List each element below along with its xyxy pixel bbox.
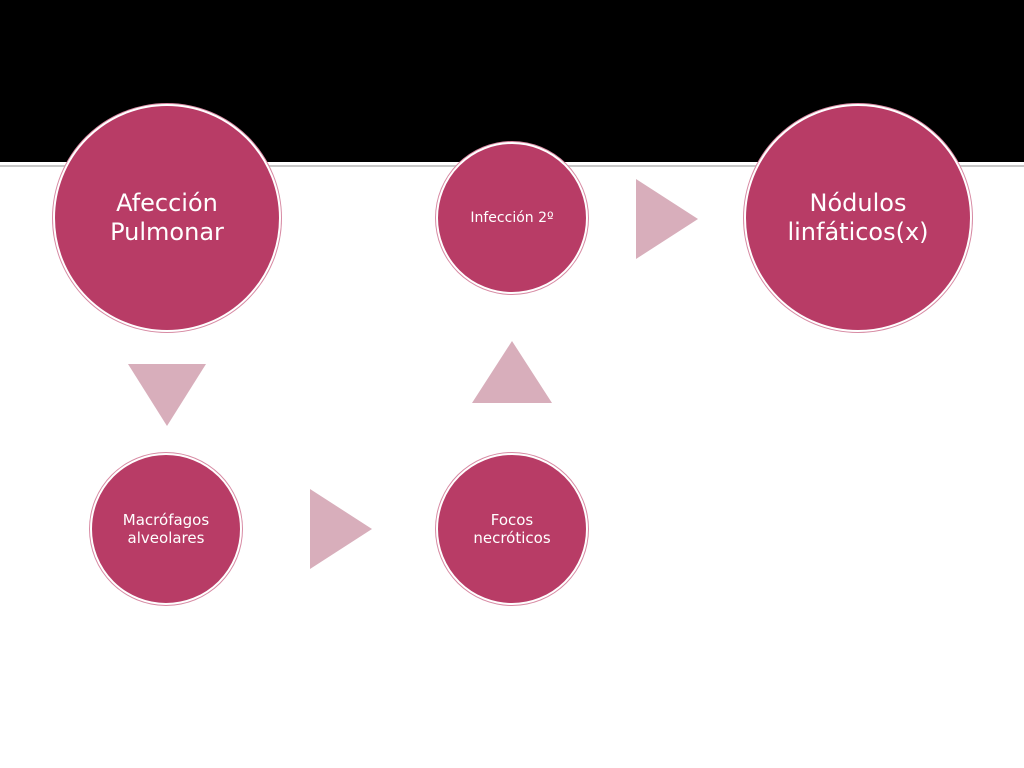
node-nodulos-linfaticos-label: Nódulos linfáticos(x) <box>787 189 929 246</box>
node-infeccion-2-label: Infección 2º <box>470 209 554 226</box>
node-macrofagos-alveolares-label: Macrófagos alveolares <box>122 511 210 547</box>
node-focos-necroticos-label: Focos necróticos <box>473 511 551 547</box>
node-afeccion-pulmonar: Afección Pulmonar <box>53 104 281 332</box>
node-afeccion-pulmonar-label: Afección Pulmonar <box>110 189 224 246</box>
arrow-right-icon <box>310 489 372 569</box>
arrow-right-icon <box>636 179 698 259</box>
node-nodulos-linfaticos: Nódulos linfáticos(x) <box>744 104 972 332</box>
node-infeccion-2: Infección 2º <box>436 142 588 294</box>
arrow-up-icon <box>472 341 552 403</box>
node-macrofagos-alveolares: Macrófagos alveolares <box>90 453 242 605</box>
arrow-down-icon <box>128 364 206 426</box>
node-focos-necroticos: Focos necróticos <box>436 453 588 605</box>
